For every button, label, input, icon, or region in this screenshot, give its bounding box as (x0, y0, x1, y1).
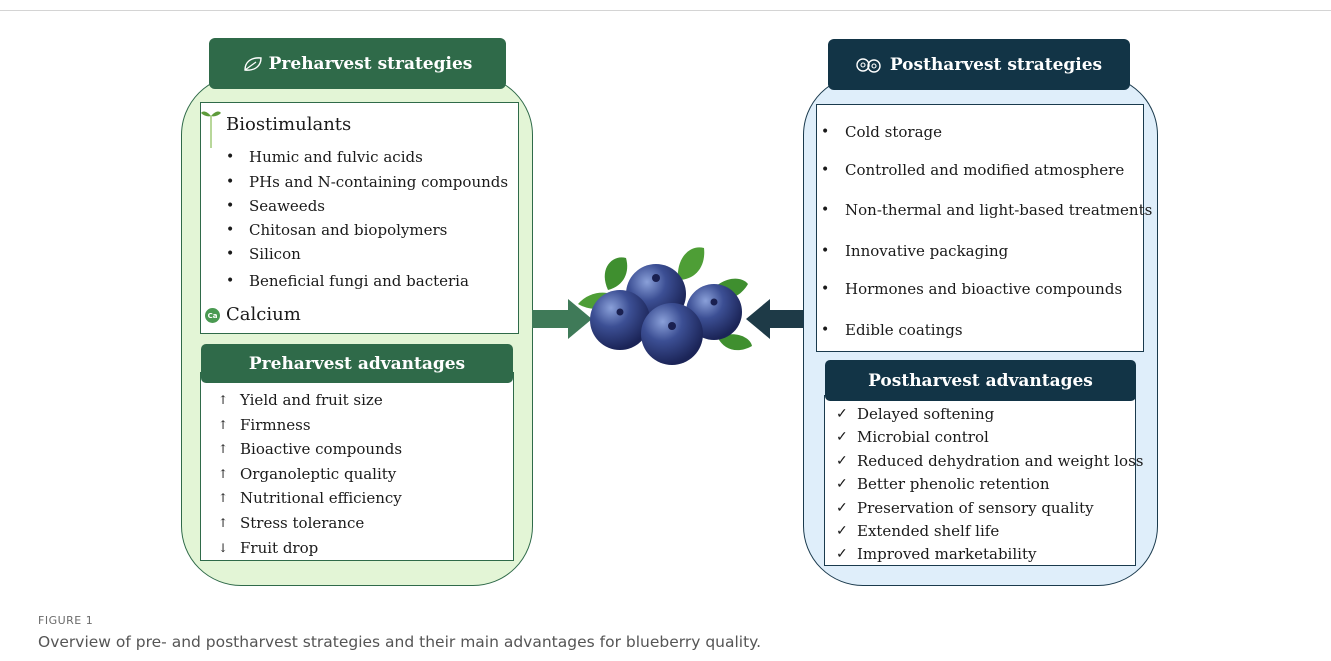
sprout-icon (201, 111, 221, 148)
preharvest-advantage-item: Yield and fruit size (240, 391, 383, 409)
biostimulant-item: Seaweeds (249, 197, 325, 215)
figure-label: FIGURE 1 (38, 614, 94, 627)
postharvest-advantage-item: Delayed softening (857, 405, 995, 423)
postharvest-advantage-item: Extended shelf life (857, 522, 1000, 540)
figure-caption: Overview of pre- and postharvest strateg… (38, 633, 762, 651)
bullet-marker: • (226, 222, 235, 238)
calcium-icon: Ca (205, 308, 220, 323)
check-icon: ✓ (836, 523, 848, 539)
postharvest-advantage-item: Preservation of sensory quality (857, 498, 1094, 517)
check-icon: ✓ (836, 499, 848, 516)
postharvest-advantage-item: Reduced dehydration and weight loss (857, 451, 1144, 470)
bullet-marker: • (226, 246, 235, 262)
biostimulant-item: Silicon (249, 245, 301, 263)
preharvest-title-text: Preharvest strategies (268, 53, 473, 74)
check-icon: ✓ (836, 452, 848, 469)
postharvest-strategy-item: Innovative packaging (845, 242, 1009, 260)
leaf-icon (243, 56, 262, 71)
postharvest-advantages-title-text: Postharvest advantages (868, 370, 1093, 391)
bullet-marker: • (226, 149, 235, 165)
biostimulant-item: PHs and N-containing compounds (249, 173, 509, 191)
preharvest-advantage-item: Bioactive compounds (240, 440, 403, 459)
bullet-marker: • (821, 124, 830, 140)
preharvest-strategies-box (200, 102, 519, 334)
top-rule (0, 10, 1331, 11)
bullet-marker: • (226, 198, 235, 214)
postharvest-advantage-item: Better phenolic retention (857, 475, 1050, 494)
preharvest-advantage-item: Firmness (240, 415, 311, 434)
increase-arrow-icon: ↑ (218, 417, 229, 432)
calcium-icon-text: Ca (207, 311, 218, 320)
preharvest-advantage-item: Fruit drop (240, 538, 319, 557)
preharvest-advantages-title: Preharvest advantages (201, 344, 513, 383)
biostimulants-heading: Biostimulants (226, 114, 352, 135)
preharvest-title: Preharvest strategies (209, 38, 506, 89)
bullet-marker: • (226, 174, 235, 190)
postharvest-strategy-item: Controlled and modified atmosphere (845, 161, 1125, 179)
increase-arrow-icon: ↑ (218, 442, 229, 457)
postharvest-strategy-item: Hormones and bioactive compounds (845, 280, 1123, 298)
preharvest-advantage-item: Organoleptic quality (240, 464, 397, 483)
decrease-arrow-icon: ↓ (218, 540, 229, 555)
increase-arrow-icon: ↑ (218, 393, 229, 407)
postharvest-strategy-item: Cold storage (845, 123, 943, 141)
increase-arrow-icon: ↑ (218, 491, 229, 506)
bullet-marker: • (821, 322, 830, 338)
postharvest-strategy-item: Edible coatings (845, 321, 963, 339)
preharvest-advantage-item: Nutritional efficiency (240, 489, 402, 508)
bullet-marker: • (821, 162, 830, 178)
postharvest-title-text: Postharvest strategies (889, 54, 1103, 75)
bullet-marker: • (821, 281, 830, 297)
check-icon: ✓ (836, 476, 848, 493)
preharvest-advantages-title-text: Preharvest advantages (248, 353, 466, 374)
calcium-heading: Calcium (226, 304, 301, 325)
blueberry-cluster (578, 247, 752, 365)
bullet-marker: • (821, 243, 830, 259)
check-icon: ✓ (836, 406, 848, 422)
postharvest-advantages-title: Postharvest advantages (825, 360, 1136, 401)
increase-arrow-icon: ↑ (218, 466, 229, 481)
check-icon: ✓ (836, 429, 848, 446)
postharvest-advantage-item: Improved marketability (857, 545, 1037, 564)
preharvest-arrow (532, 299, 592, 339)
postharvest-strategies-box (816, 104, 1144, 352)
biostimulant-item: Chitosan and biopolymers (249, 221, 448, 239)
postharvest-arrow (746, 299, 804, 339)
cells-icon (856, 57, 881, 73)
postharvest-advantages-box (824, 395, 1136, 566)
preharvest-advantages-box (200, 372, 514, 561)
bullet-marker: • (821, 202, 830, 218)
biostimulant-item: Beneficial fungi and bacteria (249, 272, 469, 290)
check-icon: ✓ (836, 546, 848, 563)
postharvest-title: Postharvest strategies (828, 39, 1130, 90)
increase-arrow-icon: ↑ (218, 516, 229, 530)
postharvest-strategy-item: Non-thermal and light-based treatments (845, 201, 1153, 219)
bullet-marker: • (226, 273, 235, 289)
postharvest-advantage-item: Microbial control (857, 428, 989, 447)
preharvest-advantage-item: Stress tolerance (240, 514, 365, 532)
biostimulant-item: Humic and fulvic acids (249, 148, 423, 166)
